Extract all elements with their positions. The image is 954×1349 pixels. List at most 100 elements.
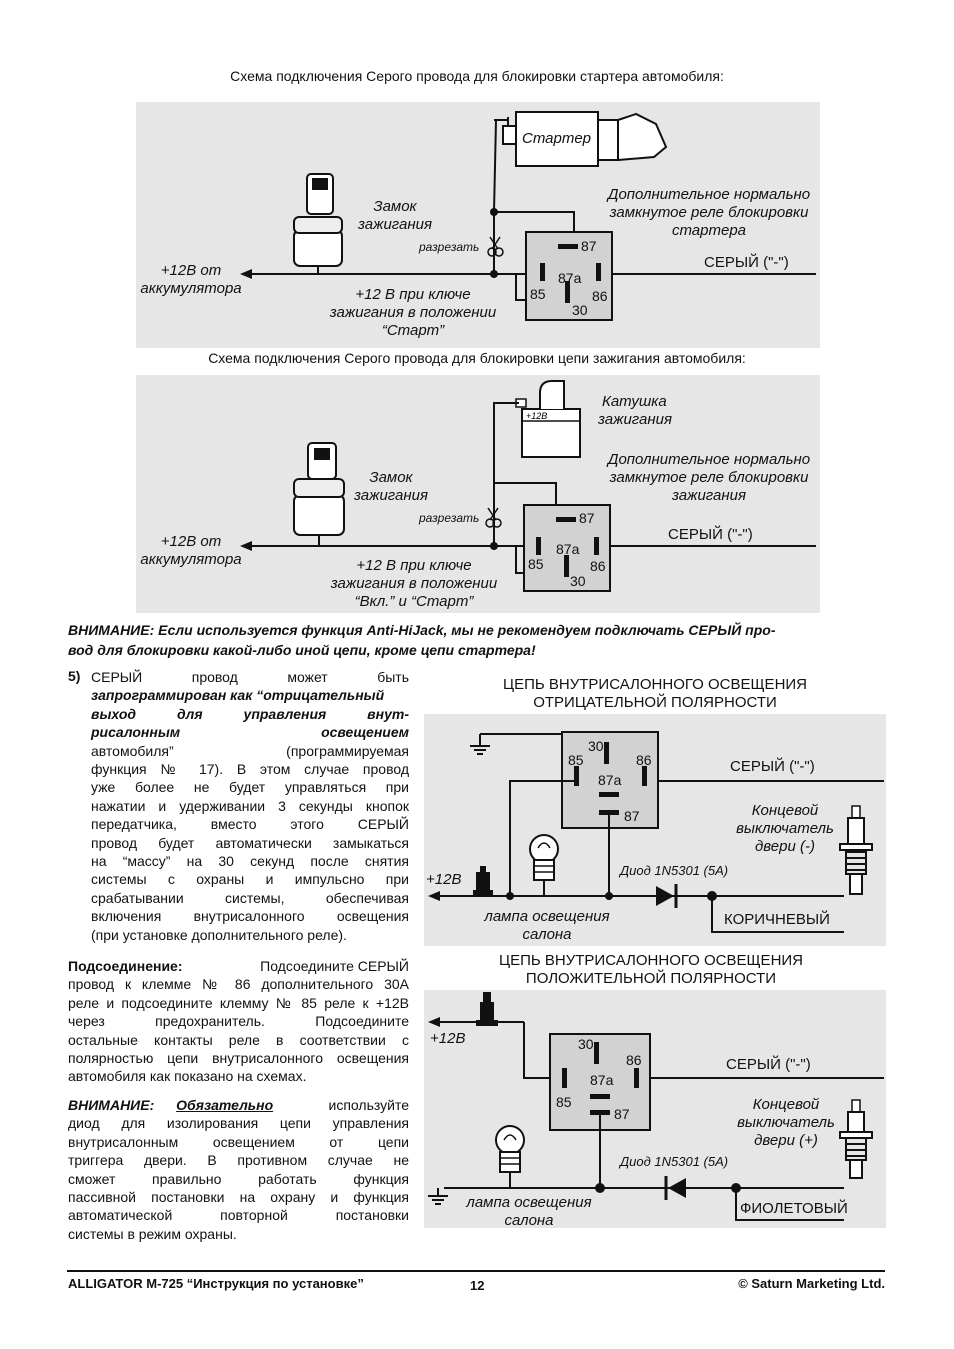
key-note: +12 В при ключе зажигания в положении “В… [314, 557, 514, 611]
cut-label: разрезать [419, 511, 480, 525]
diagram3-title: ЦЕПЬ ВНУТРИСАЛОННОГО ОСВЕЩЕНИЯ ОТРИЦАТЕЛ… [440, 676, 870, 712]
item5-line: уже более не будет управляться при [91, 779, 409, 796]
relay-icon [525, 231, 613, 321]
starter-icon [502, 111, 668, 167]
attention-text: ВНИМАНИЕ: Обязательно используйте диод д… [68, 1096, 409, 1243]
relay-desc-line3: стартера [671, 222, 747, 239]
battery-line1: +12В от [160, 262, 222, 279]
starter-block-diagram: 87 87a 85 86 30 Стартер Замок зажигания … [136, 102, 820, 348]
footer-right: © Saturn Marketing Ltd. [738, 1276, 885, 1291]
attention-line: автоматической повторной постановки [68, 1207, 409, 1224]
connection-line: Подсоедините СЕРЫЙ [260, 958, 409, 974]
item5-line: на “массу” на 30 секунд после снятия [91, 853, 409, 870]
gray-wire-label: СЕРЫЙ ("-") [730, 758, 815, 775]
coil-line2: зажигания [598, 411, 672, 428]
lamp-line2: салона [522, 926, 572, 943]
battery-line2: аккумулятора [140, 551, 242, 568]
key-note-line2: зажигания в положении [330, 575, 498, 592]
battery-line1: +12В от [160, 533, 222, 550]
lamp-label: лампа освещения салона [482, 908, 612, 944]
lamp-icon [495, 1125, 525, 1188]
negative-polarity-diagram: 30 85 86 87a 87 СЕРЫЙ ("-") Концевой вык… [424, 714, 886, 946]
item5-line: системы с охраны и импульсно при [91, 871, 409, 888]
lamp-line1: лампа освещения [466, 1194, 592, 1211]
relay-icon [523, 504, 611, 592]
connection-first-line: Подсоединение: Подсоедините СЕРЫЙ [68, 957, 409, 975]
item5-text: СЕРЫЙ провод может быть запрограммирован… [91, 668, 409, 944]
plus12-label: +12В [426, 871, 462, 888]
diagram4-title: ЦЕПЬ ВНУТРИСАЛОННОГО ОСВЕЩЕНИЯ ПОЛОЖИТЕЛ… [436, 952, 866, 988]
attention-line: пассивной постановки на охрану и функция [68, 1189, 409, 1206]
key-note: +12 В при ключе зажигания в положении “С… [318, 286, 508, 340]
relay-pin-86: 86 [636, 752, 652, 768]
fuse-icon [476, 992, 498, 1026]
relay-desc-line1: Дополнительное нормально [607, 451, 811, 468]
item5-line: срабатывании системы, обеспечивая [91, 889, 409, 906]
plus12-label: +12В [430, 1030, 466, 1047]
ground-icon [428, 1188, 448, 1205]
attention-line: сможет правильно работать функция [68, 1170, 409, 1187]
item5-line: функция № 17). В этом случае провод [91, 761, 409, 778]
gray-wire-label: СЕРЫЙ ("-") [704, 254, 789, 271]
switch-line3: двери (-) [755, 838, 815, 855]
item5-line: включения внутрисалонного освещения [91, 908, 409, 925]
key-note-line2: зажигания в положении [329, 304, 497, 321]
battery-label: +12В от аккумулятора [136, 533, 246, 569]
switch-line2: выключатель [736, 820, 834, 837]
diode-label: Диод 1N5301 (5А) [620, 1154, 729, 1169]
lamp-line1: лампа освещения [484, 908, 610, 925]
coil-plus12: +12В [526, 411, 547, 421]
item5-line: рисалонным освещением [91, 724, 409, 741]
ignition-lock-line2: зажигания [358, 216, 432, 233]
relay-pin-87a: 87a [598, 772, 622, 788]
diagram2-caption: Схема подключения Серого провода для бло… [208, 350, 746, 366]
relay-pin-30: 30 [588, 738, 604, 754]
relay-pin-30: 30 [578, 1036, 594, 1052]
footer-rule [67, 1270, 885, 1272]
item5-line: СЕРЫЙ провод может быть [91, 669, 409, 685]
arrow-left-icon [428, 1017, 440, 1027]
attention-label: ВНИМАНИЕ: [68, 1097, 155, 1113]
relay-pin-86: 86 [592, 288, 608, 304]
ignition-lock-line1: Замок [369, 469, 413, 486]
switch-line1: Концевой [751, 802, 819, 819]
relay-icon [549, 1033, 651, 1131]
ignition-block-diagram: +12В 87 87a 85 86 30 Катушка зажигания З… [136, 375, 820, 613]
brown-wire-label: КОРИЧНЕВЫЙ [724, 911, 830, 928]
relay-desc-line1: Дополнительное нормально [607, 186, 811, 203]
relay-pin-86: 86 [590, 558, 606, 574]
coil-line1: Катушка [602, 393, 667, 410]
gray-wire-label: СЕРЫЙ ("-") [726, 1056, 811, 1073]
connection-text: Подсоединение: Подсоедините СЕРЫЙ провод… [68, 957, 409, 1086]
item5-line: выход для управления внут- [91, 705, 409, 722]
ignition-lock-icon [293, 442, 345, 546]
connection-line: провод к клемме № 86 дополнительного 30А [68, 976, 409, 993]
relay-pin-87: 87 [579, 510, 595, 526]
door-switch-label: Концевой выключатель двери (+) [720, 1096, 852, 1150]
connection-line: автомобиля как показано на схемах. [68, 1068, 307, 1085]
diagram3-title-line1: ЦЕПЬ ВНУТРИСАЛОННОГО ОСВЕЩЕНИЯ [502, 676, 808, 693]
starter-label: Стартер [522, 130, 592, 147]
relay-description: Дополнительное нормально замкнутое реле … [594, 186, 824, 240]
relay-description: Дополнительное нормально замкнутое реле … [594, 451, 824, 505]
arrow-left-icon [240, 541, 252, 551]
relay-desc-line2: замкнутое реле блокировки [609, 204, 809, 221]
connection-line: через предохранитель. Подсоедините [68, 1013, 409, 1030]
diode-label: Диод 1N5301 (5А) [620, 863, 729, 878]
attention-underlined: Обязательно [176, 1097, 274, 1113]
relay-pin-85: 85 [530, 286, 546, 302]
switch-line2: выключатель [737, 1114, 835, 1131]
anti-hijack-warning: ВНИМАНИЕ: Если используется функция Anti… [68, 620, 888, 660]
arrow-left-icon [240, 269, 252, 279]
key-note-line1: +12 В при ключе [355, 286, 471, 303]
diode-icon [656, 884, 678, 908]
attention-line: диод для изолирования цепи управления [68, 1115, 409, 1132]
diagram4-title-line1: ЦЕПЬ ВНУТРИСАЛОННОГО ОСВЕЩЕНИЯ [498, 952, 804, 969]
attention-line: системы в режим охраны. [68, 1225, 237, 1242]
arrow-left-icon [428, 891, 440, 901]
relay-pin-87a: 87a [558, 270, 582, 286]
lamp-icon [529, 834, 559, 896]
ignition-lock-label: Замок зажигания [354, 469, 428, 505]
positive-polarity-diagram: 30 86 87a 85 87 +12В СЕРЫЙ ("-") Концево… [424, 990, 886, 1229]
scissors-icon [487, 236, 504, 257]
